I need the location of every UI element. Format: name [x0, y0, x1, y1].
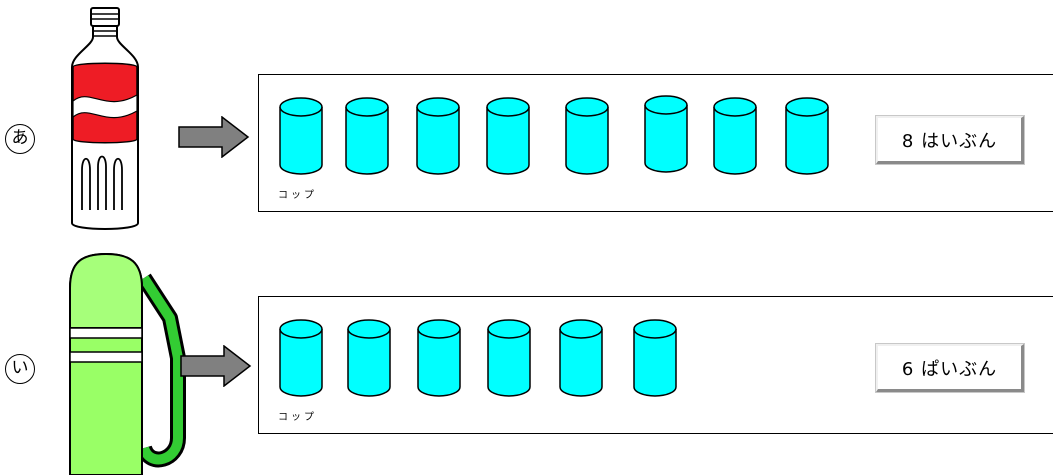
cup-icon: [565, 97, 609, 175]
cups-panel-i: コップ 6 ぱいぶん: [258, 296, 1053, 434]
cup-icon: [713, 97, 757, 175]
cups-panel-a: コップ 8 はいぶん: [258, 74, 1053, 212]
result-box-i: 6 ぱいぶん: [876, 344, 1024, 392]
cup-icon: [345, 97, 389, 175]
cup-icon: [633, 319, 677, 397]
cup-icon: [279, 319, 323, 397]
cup-icon: [644, 95, 688, 173]
cup-icon: [785, 97, 829, 175]
cup-icon: [416, 97, 460, 175]
arrow-right-icon: [180, 345, 252, 387]
cup-icon: [347, 319, 391, 397]
arrow-right-icon: [178, 116, 250, 158]
cup-icon: [559, 319, 603, 397]
row-label-a: あ: [5, 124, 35, 154]
cup-label: コップ: [278, 408, 317, 423]
cup-label: コップ: [278, 186, 317, 201]
row-a: あ コップ 8 はいぶん: [0, 0, 1053, 240]
cup-icon: [417, 319, 461, 397]
row-label-i: い: [5, 354, 35, 384]
result-box-a: 8 はいぶん: [876, 116, 1024, 164]
cup-icon: [279, 97, 323, 175]
water-flask-icon: [60, 248, 190, 475]
bottle-icon: [60, 5, 150, 235]
cup-icon: [487, 319, 531, 397]
row-i: い コップ 6 ぱいぶん: [0, 248, 1053, 475]
cup-icon: [486, 97, 530, 175]
